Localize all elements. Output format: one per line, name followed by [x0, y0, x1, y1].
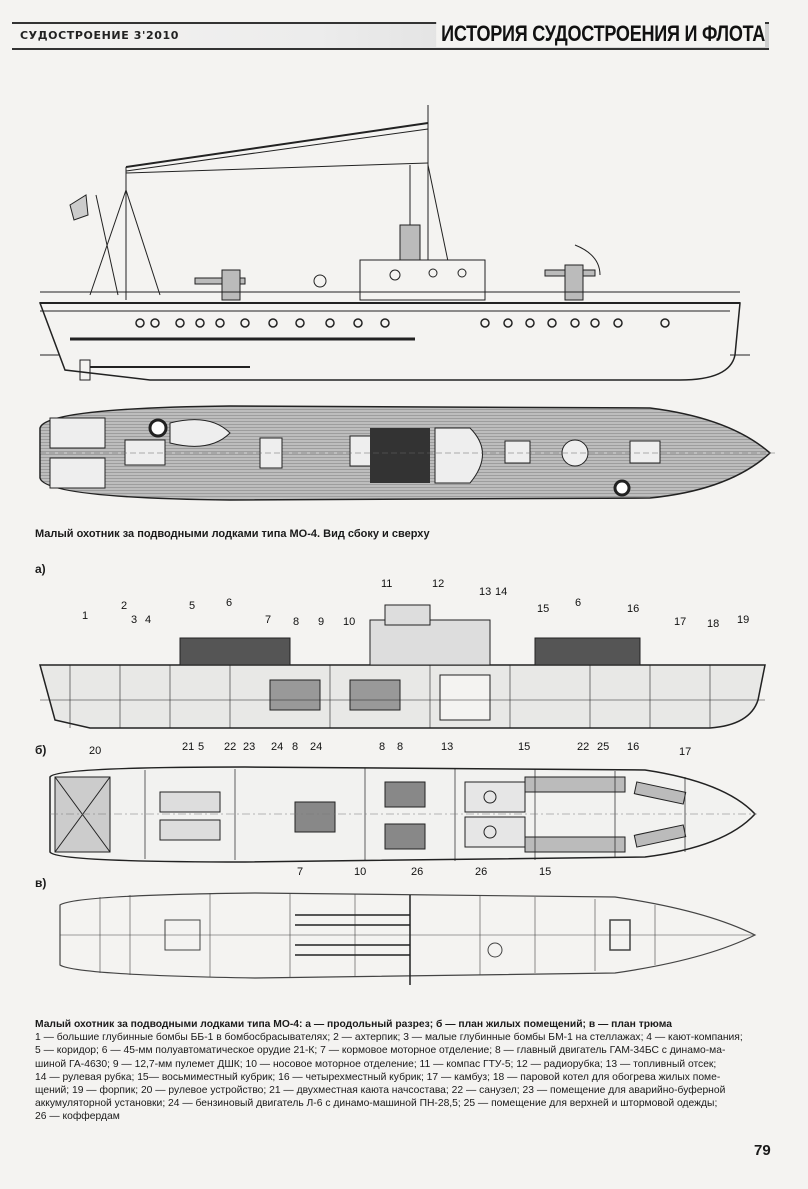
callout: 23: [243, 741, 256, 753]
hold-plan-drawing: [59, 892, 757, 985]
figure1-caption: Малый охотник за подводными лодками типа…: [35, 528, 430, 540]
callout: 2: [121, 600, 128, 612]
callout: 12: [432, 578, 445, 590]
callout: 3: [131, 614, 138, 626]
callout: 8: [397, 741, 404, 753]
callout: 8: [293, 616, 300, 628]
callout: 17: [679, 746, 692, 758]
callout: 1: [82, 610, 89, 622]
longitudinal-section-drawing: [39, 604, 766, 729]
callout: 13: [441, 741, 454, 753]
callout: 24: [271, 741, 284, 753]
callout: 8: [379, 741, 386, 753]
callout: 17: [674, 616, 687, 628]
callout: 15: [537, 603, 550, 615]
callout: 20: [89, 745, 102, 757]
callout: 4: [145, 614, 152, 626]
section-b-label: б): [35, 743, 47, 757]
callout: 7: [297, 866, 304, 878]
callout: 7: [265, 614, 272, 626]
callout: 22: [577, 741, 590, 753]
side-view-drawing: [38, 105, 750, 381]
journal-title: СУДОСТРОЕНИЕ 3'2010: [20, 29, 179, 42]
section-a-label: а): [35, 562, 46, 576]
callout: 16: [627, 603, 640, 615]
page-number: 79: [754, 1142, 771, 1159]
callout: 6: [226, 597, 233, 609]
callout: 16: [627, 741, 640, 753]
callout: 19: [737, 614, 750, 626]
callout: 6: [575, 597, 582, 609]
callout: 13: [479, 586, 492, 598]
callout: 21: [182, 741, 195, 753]
running-header: СУДОСТРОЕНИЕ 3'2010 ИСТОРИЯ СУДОСТРОЕНИЯ…: [12, 21, 769, 50]
callout: 5: [198, 741, 205, 753]
callout: 15: [539, 866, 552, 878]
callout: 22: [224, 741, 237, 753]
legend-line: 1 — большие глубинные бомбы ББ-1 в бомбо…: [35, 1032, 743, 1044]
callout: 10: [343, 616, 356, 628]
callout: 14: [495, 586, 508, 598]
living-quarters-plan-drawing: [49, 766, 757, 863]
callout: 26: [475, 866, 488, 878]
legend-line: шиной ГА-4630; 9 — 12,7-мм пулемет ДШК; …: [35, 1058, 717, 1070]
figure2-legend: Малый охотник за подводными лодками типа…: [35, 1018, 795, 1124]
callout: 5: [189, 600, 196, 612]
callout: 15: [518, 741, 531, 753]
legend-line: 5 — коридор; 6 — 45-мм полуавтоматическо…: [35, 1045, 726, 1057]
legend-line: 14 — рулевая рубка; 15— восьмиместный ку…: [35, 1071, 721, 1083]
section-c-label: в): [35, 876, 47, 890]
callout: 11: [381, 578, 393, 590]
callout: 24: [310, 741, 323, 753]
legend-line: 26 — коффердам: [35, 1111, 120, 1123]
callout: 18: [707, 618, 720, 630]
callout: 25: [597, 741, 610, 753]
legend-line: щений; 19 — форпик; 20 — рулевое устройс…: [35, 1085, 726, 1097]
figure2-caption: Малый охотник за подводными лодками типа…: [35, 1019, 672, 1030]
section-title: ИСТОРИЯ СУДОСТРОЕНИЯ И ФЛОТА: [436, 21, 765, 47]
top-view-drawing: [39, 405, 775, 501]
callout: 26: [411, 866, 424, 878]
legend-line: аккумуляторной установки; 24 — бензиновы…: [35, 1098, 718, 1110]
callout: 10: [354, 866, 367, 878]
callout: 9: [318, 616, 325, 628]
callout: 8: [292, 741, 299, 753]
